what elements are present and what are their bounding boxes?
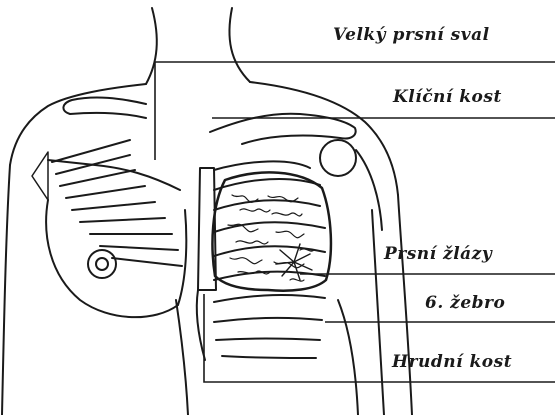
rib (214, 295, 325, 302)
rib (214, 179, 320, 190)
arm-outline (2, 165, 10, 415)
humerus-head (320, 140, 356, 176)
label-clavicle: Klíční kost (393, 89, 502, 106)
breast-outline (178, 210, 186, 305)
nipple (88, 250, 116, 278)
scapula (356, 150, 382, 230)
arm-outline (372, 210, 384, 415)
label-pectoralis-major: Velký prsní sval (333, 27, 490, 44)
rib (214, 200, 320, 210)
gland-outline (212, 172, 330, 290)
label-mammary-glands: Prsní žlázy (384, 246, 492, 263)
rib (214, 318, 322, 322)
rib (216, 339, 320, 341)
rib (222, 356, 316, 358)
nipple (96, 258, 108, 270)
rib (214, 161, 310, 170)
neck-outline (229, 8, 250, 82)
shoulder-outline (10, 84, 146, 165)
label-sixth-rib: 6. žebro (425, 295, 505, 312)
label-sternum: Hrudní kost (392, 354, 512, 371)
shoulder-outline (250, 82, 398, 195)
clavicle (63, 97, 146, 118)
rib (214, 222, 325, 232)
